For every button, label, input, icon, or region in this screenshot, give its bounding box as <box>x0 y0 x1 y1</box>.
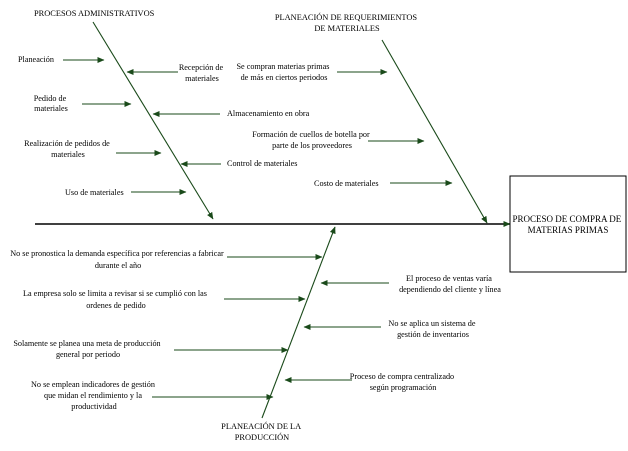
bone-prod <box>261 226 336 419</box>
cause-ventas: El proceso de ventas varía dependiendo d… <box>399 274 501 294</box>
cause-revisar: La empresa solo se limita a revisar si s… <box>23 289 209 310</box>
bone-req <box>381 39 488 224</box>
category-admin: PROCESOS ADMINISTRATIVOS <box>34 9 155 18</box>
cause-control: Control de materiales <box>227 159 297 168</box>
cause-uso: Uso de materiales <box>65 188 124 197</box>
bone-admin <box>92 21 214 220</box>
cause-realizacion: Realización de pedidos de materiales <box>24 139 112 159</box>
cause-pronostica: No se pronostica la demanda específica p… <box>10 249 226 270</box>
cause-inventarios: No se aplica un sistema de gestión de in… <box>388 319 477 339</box>
cause-cuellos: Formación de cuellos de botella por part… <box>252 130 372 150</box>
category-req: PLANEACIÓN DE REQUERIMIENTOS DE MATERIAL… <box>275 12 419 33</box>
effect-label: PROCESO DE COMPRA DE MATERIAS PRIMAS <box>512 214 623 235</box>
cause-almacenamiento: Almacenamiento en obra <box>227 109 310 118</box>
cause-planeacion: Planeación <box>18 55 54 64</box>
category-prod: PLANEACIÓN DE LA PRODUCCIÓN <box>221 421 303 442</box>
cause-meta: Solamente se planea una meta de producci… <box>13 339 162 359</box>
cause-centralizado: Proceso de compra centralizado según pro… <box>350 372 456 392</box>
cause-costo: Costo de materiales <box>314 179 379 188</box>
effect-box <box>509 175 627 273</box>
cause-indicadores: No se emplean indicadores de gestión que… <box>31 380 157 411</box>
cause-recepcion: Recepción de materiales <box>179 63 225 83</box>
cause-compran: Se compran materias primas de más en cie… <box>236 62 331 82</box>
cause-pedido: Pedido de materiales <box>34 94 69 113</box>
